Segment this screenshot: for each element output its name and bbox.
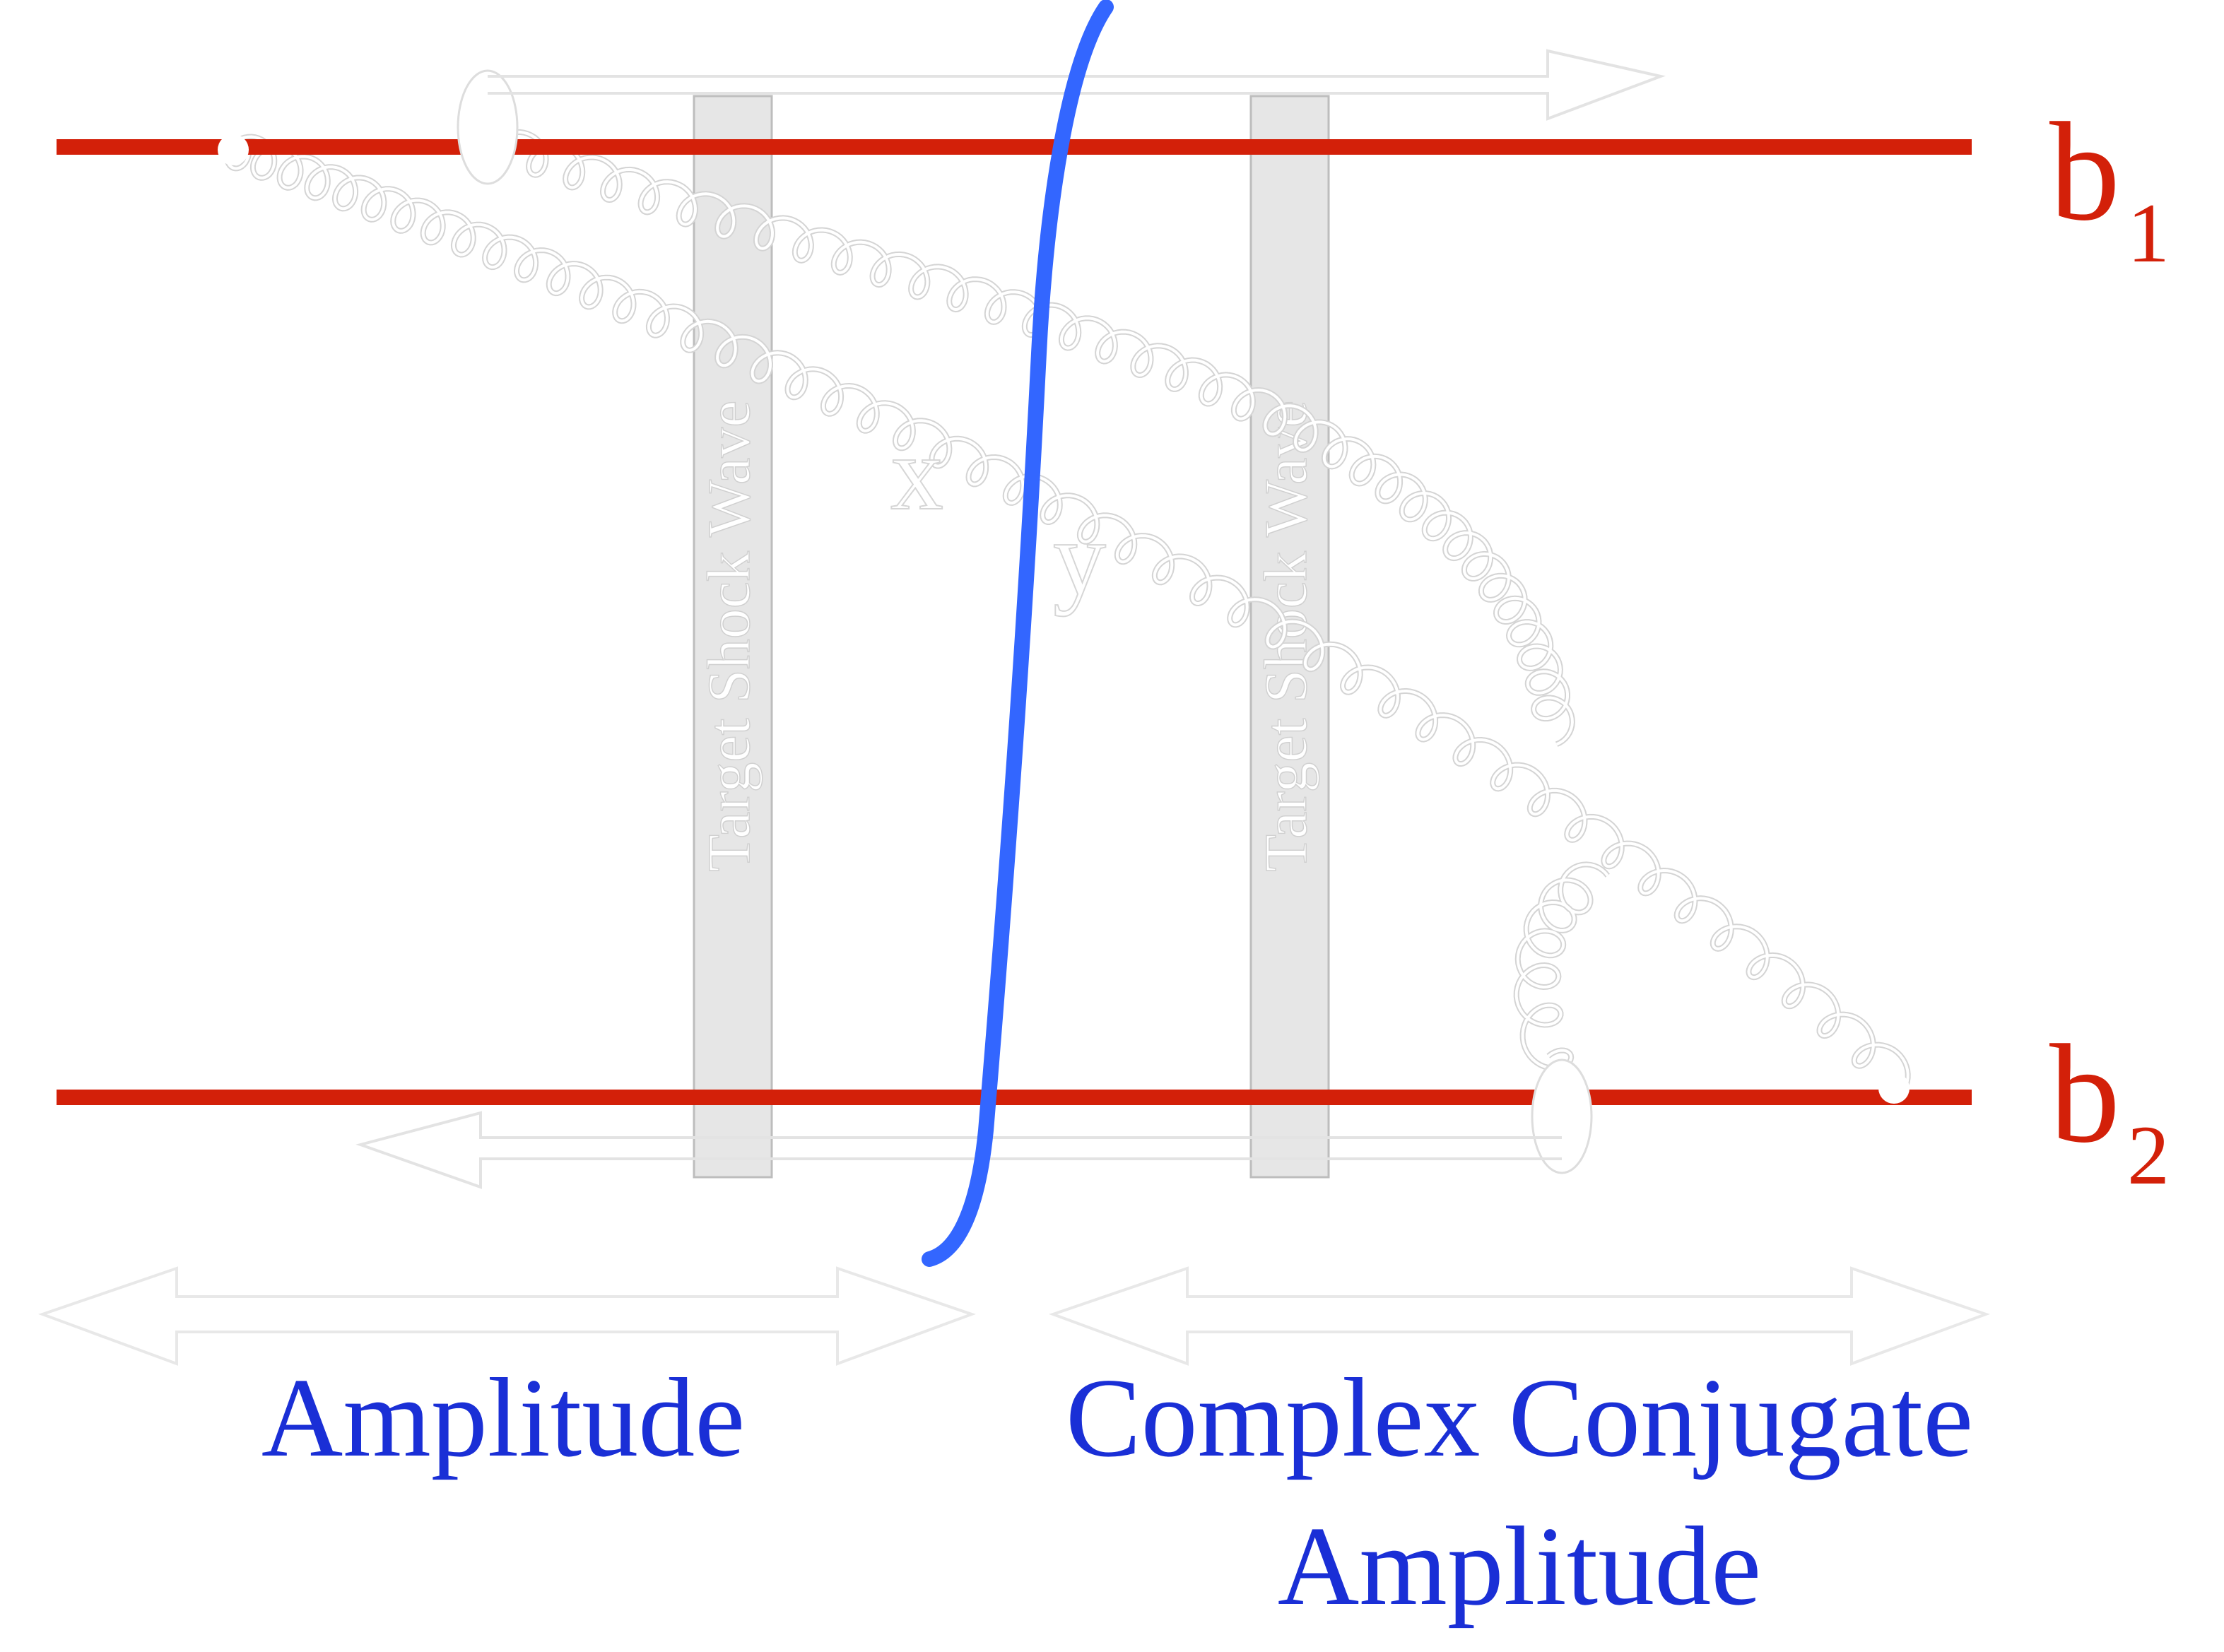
- momentum-arrow-left: [355, 1111, 1562, 1189]
- gluon-endpoint: [457, 69, 519, 185]
- wilson-line-bottom-letter: b: [2049, 1016, 2120, 1172]
- wilson-line-bottom-label: b2: [2049, 1016, 2170, 1202]
- wilson-line-top-label: b1: [2049, 94, 2170, 280]
- conjugate-label-line1: Complex Conjugate: [1066, 1355, 1973, 1480]
- wilson-line-bottom-subscript: 2: [2127, 1108, 2170, 1202]
- momentum-arrow-right: [488, 49, 1666, 121]
- conjugate-label-line2: Amplitude: [1278, 1503, 1761, 1629]
- gluon-line: [490, 130, 1574, 746]
- gluon-endpoints: [218, 69, 1910, 1174]
- shock-wave-left-label: Target Shock Wave: [695, 401, 763, 872]
- momentum-arrows: [355, 49, 1666, 1189]
- shock-wave-left: Target Shock Wave: [693, 95, 773, 1179]
- wilson-line-top-subscript: 1: [2127, 186, 2170, 280]
- amplitude-span-arrow: [38, 1266, 976, 1366]
- gluon-endpoint: [1878, 1073, 1910, 1104]
- vertex-label-x: x: [890, 415, 943, 532]
- vertex-label-y: y: [1053, 500, 1106, 617]
- amplitude-label: Amplitude: [261, 1355, 745, 1480]
- gluon-lines: [224, 129, 1911, 1086]
- gluon-line: [225, 135, 1910, 1086]
- gluon-endpoint: [218, 134, 249, 165]
- wilson-line-top-letter: b: [2049, 94, 2120, 250]
- final-state-cut: [922, 0, 1114, 1267]
- shock-wave-left-bar: [693, 95, 773, 1179]
- gluon-line: [1514, 863, 1609, 1070]
- conjugate-span-arrow: [1049, 1266, 1990, 1366]
- gluon-endpoint: [1531, 1058, 1593, 1174]
